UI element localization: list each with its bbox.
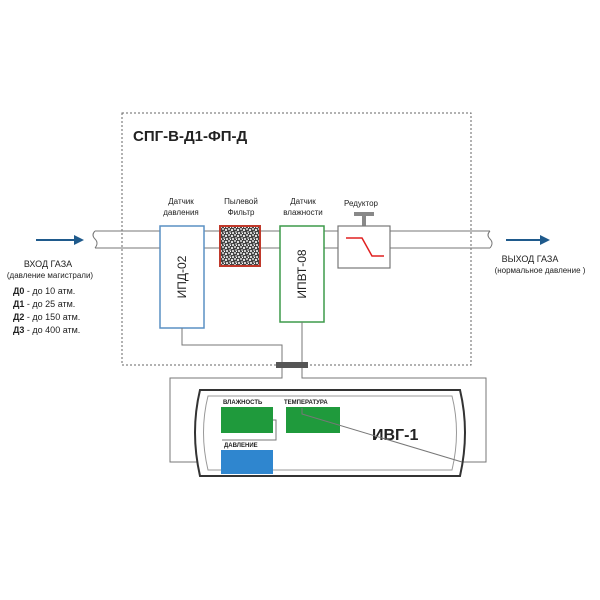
range-text: - до 150 атм. <box>24 312 80 322</box>
range-code: Д3 <box>13 325 24 335</box>
svg-text:Д3 - до 400 атм.: Д3 - до 400 атм. <box>13 325 80 335</box>
humidity-sensor-model: ИПВТ-08 <box>295 249 309 298</box>
pressure-sensor-label-1: Датчик <box>168 197 194 206</box>
range-code: Д0 <box>13 286 24 296</box>
pressure-sensor-box <box>159 225 205 329</box>
dust-filter-label-2: Фильтр <box>228 208 255 217</box>
device-internal-wiring <box>222 408 463 463</box>
humidity-display <box>221 407 273 433</box>
outlet-arrow-icon <box>506 235 550 245</box>
dust-filter-element <box>219 225 261 267</box>
humidity-display-label: ВЛАЖНОСТЬ <box>223 400 263 406</box>
pressure-sensor-model: ИПД-02 <box>175 255 189 298</box>
pipe-break-left <box>92 230 98 249</box>
svg-text:Д0 - до 10 атм.: Д0 - до 10 атм. <box>13 286 75 296</box>
inlet-arrow-icon <box>36 235 84 245</box>
signal-cables <box>169 322 487 463</box>
inlet-ranges: Д0 - до 10 атм. Д1 - до 25 атм. Д2 - до … <box>13 286 80 335</box>
device-name: ИВГ-1 <box>372 427 418 444</box>
pressure-sensor-label-2: давления <box>163 208 199 217</box>
temperature-display <box>286 407 340 433</box>
svg-text:Д1 - до 25 атм.: Д1 - до 25 атм. <box>13 299 75 309</box>
inlet-note: (давление магистрали) <box>7 271 94 280</box>
range-text: - до 10 атм. <box>24 286 75 296</box>
range-code: Д1 <box>13 299 24 309</box>
humidity-sensor-label-1: Датчик <box>290 197 316 206</box>
range-text: - до 25 атм. <box>24 299 75 309</box>
reducer-label: Редуктор <box>344 199 379 208</box>
range-code: Д2 <box>13 312 24 322</box>
pipe-break-right <box>487 230 493 249</box>
range-text: - до 400 атм. <box>24 325 80 335</box>
dust-filter-label-1: Пылевой <box>224 197 258 206</box>
humidity-sensor-label-2: влажности <box>283 208 323 217</box>
system-title: СПГ-В-Д1-ФП-Д <box>133 128 248 145</box>
inlet-label: ВХОД ГАЗА <box>24 259 72 269</box>
system-enclosure <box>121 112 472 366</box>
outlet-label: ВЫХОД ГАЗА <box>502 254 559 264</box>
svg-text:Д2 - до 150 атм.: Д2 - до 150 атм. <box>13 312 80 322</box>
outlet-note: (нормальное давление ) <box>495 266 586 275</box>
pressure-display <box>221 450 273 474</box>
reducer-valve-icon <box>337 212 391 269</box>
temperature-display-label: ТЕМПЕРАТУРА <box>284 400 328 406</box>
pressure-display-label: ДАВЛЕНИЕ <box>224 443 258 449</box>
